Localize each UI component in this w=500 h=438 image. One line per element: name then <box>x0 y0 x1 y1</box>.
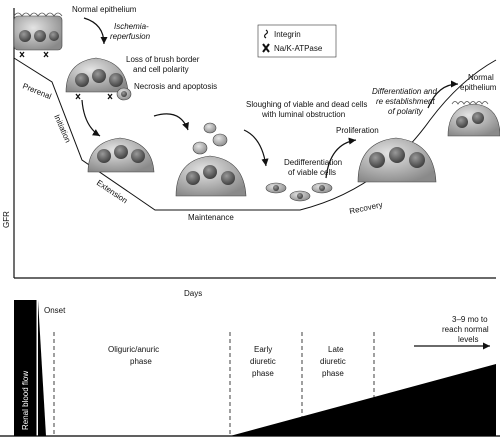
label-proliferation: Proliferation <box>336 126 379 135</box>
arrow-necrosis <box>81 99 101 137</box>
loss-brush-border-cells <box>65 57 129 100</box>
label-late-2: diuretic <box>320 357 346 366</box>
label-reach-2: reach normal <box>442 325 489 334</box>
na-k-atpase-icon <box>262 43 270 53</box>
label-late-1: Late <box>328 345 344 354</box>
phase-recovery: Recovery <box>349 200 384 216</box>
label-late-3: phase <box>322 369 344 378</box>
label-ischemia-1: Ischemia- <box>114 22 149 31</box>
arrow-dedifferentiation <box>243 129 269 167</box>
renal-blood-flow-label: Renal blood flow <box>21 371 30 430</box>
normal-epithelium-right-cells <box>447 101 500 137</box>
label-diff-1: Differentiation and <box>372 87 437 96</box>
label-oliguric-1: Oliguric/anuric <box>108 345 159 354</box>
legend-na-k-atpase: Na/K-ATPase <box>274 44 323 53</box>
arrow-differentiation <box>427 80 459 109</box>
arrow-proliferation <box>325 137 357 179</box>
onset-drop <box>38 300 46 436</box>
proliferation-cells <box>357 137 437 183</box>
label-slough-1: Sloughing of viable and dead cells <box>246 100 367 109</box>
label-normal-epithelium: Normal epithelium <box>72 5 137 14</box>
renal-blood-flow-bar <box>14 300 36 436</box>
sloughing-cells <box>175 122 247 197</box>
phase-extension: Extension <box>95 178 129 205</box>
label-normal-right-2: epithelium <box>460 83 497 92</box>
legend: Integrin Na/K-ATPase <box>257 24 337 58</box>
label-oliguric-2: phase <box>130 357 152 366</box>
label-loss-2: and cell polarity <box>133 65 189 74</box>
label-early-2: diuretic <box>250 357 276 366</box>
label-reach-1: 3–9 mo to <box>452 315 488 324</box>
label-early-3: phase <box>252 369 274 378</box>
label-early-1: Early <box>254 345 272 354</box>
label-reach-3: levels <box>458 335 478 344</box>
label-onset: Onset <box>44 306 66 315</box>
integrin-icon <box>263 29 269 39</box>
days-axis-label: Days <box>184 289 202 298</box>
dedifferentiated-cells <box>265 182 333 202</box>
gfr-axis-label: GFR <box>2 211 11 228</box>
label-normal-right-1: Normal <box>468 73 494 82</box>
label-ischemia-2: reperfusion <box>110 32 151 41</box>
label-slough-2: with luminal obstruction <box>261 110 345 119</box>
arrow-ischemia <box>83 17 108 45</box>
label-dediff-1: Dedifferentiation <box>284 158 342 167</box>
phase-prerenal: Prerenal <box>21 82 53 102</box>
normal-epithelium-cells <box>13 12 63 58</box>
legend-integrin: Integrin <box>274 30 301 39</box>
label-diff-2: re establishment <box>376 97 435 106</box>
label-dediff-2: of viable cells <box>288 168 336 177</box>
label-diff-3: of polarity <box>388 107 424 116</box>
arrow-sloughing <box>153 113 189 131</box>
phase-maintenance: Maintenance <box>188 213 234 222</box>
recovery-wedge <box>230 364 496 436</box>
label-necrosis: Necrosis and apoptosis <box>134 82 217 91</box>
necrosis-cells <box>87 87 155 173</box>
label-loss-1: Loss of brush border <box>126 55 200 64</box>
